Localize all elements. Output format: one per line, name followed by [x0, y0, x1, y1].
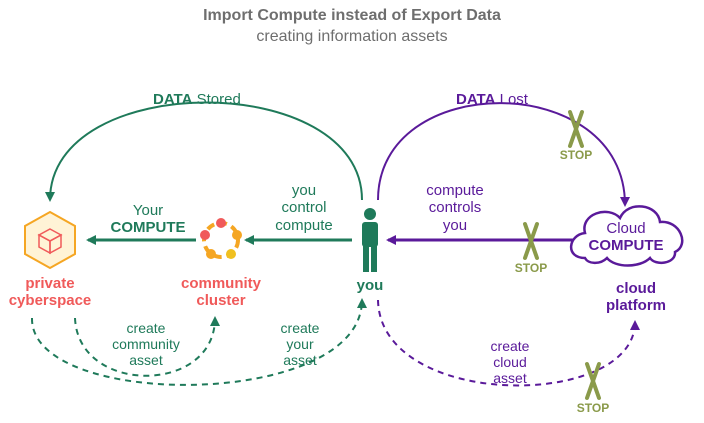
create-your-asset-label: create your asset	[281, 320, 320, 368]
community-ring-icon	[200, 218, 242, 259]
create-cloud-asset-label: create cloud asset	[491, 338, 530, 386]
cloud-platform-line1: cloud	[616, 280, 656, 297]
data-stored-bold: DATA	[153, 91, 193, 108]
compute-controls-line1: compute	[426, 182, 484, 199]
you-control-compute-label: you control compute	[275, 182, 333, 234]
create-your-line2: your	[286, 336, 314, 353]
your-compute-line2: COMPUTE	[110, 219, 186, 237]
cloud-platform-label: cloud platform	[606, 280, 666, 315]
cloud-icon	[569, 205, 684, 267]
create-cloud-line3: asset	[493, 370, 527, 387]
create-community-asset-arrow	[74, 316, 220, 377]
community-cluster-line1: community	[180, 275, 262, 292]
private-cyberspace-line1: private	[25, 275, 75, 292]
your-compute-line1: Your	[132, 202, 164, 219]
stop-label-bottom: STOP	[576, 401, 610, 415]
person-icon	[362, 208, 378, 272]
compute-controls-line3: you	[442, 216, 468, 234]
stop-x-icon	[568, 110, 584, 148]
compute-controls-you-label: compute controls you	[426, 182, 484, 234]
create-cloud-line1: create	[490, 338, 530, 354]
page-title: Import Compute instead of Export Data	[203, 7, 501, 24]
create-your-line3: asset	[283, 352, 317, 369]
private-cyberspace-line2: cyberspace	[8, 292, 92, 310]
page-subtitle: creating information assets	[256, 28, 448, 45]
community-cluster-line2: cluster	[196, 292, 246, 310]
you-control-line2: control	[281, 199, 327, 217]
hexagon-cube-icon	[24, 210, 76, 270]
create-your-line1: create	[280, 320, 320, 336]
cloud-compute-line1: Cloud	[606, 220, 646, 237]
you-control-line3: compute	[275, 216, 333, 234]
community-cluster-label: community cluster	[181, 275, 261, 310]
you-label: you	[356, 277, 384, 294]
data-lost-rest: Lost	[495, 91, 528, 108]
you-control-line1: you	[291, 182, 317, 199]
compute-controls-line2: controls	[428, 199, 482, 217]
stop-label-top: STOP	[559, 148, 593, 162]
create-cloud-asset-arrow	[377, 299, 640, 387]
create-community-line2: community	[112, 336, 180, 353]
data-lost-arrow	[377, 102, 630, 207]
data-stored-arrow	[45, 101, 363, 202]
cloud-platform-line2: platform	[606, 297, 666, 315]
private-cyberspace-label: private cyberspace	[9, 275, 92, 310]
cloud-compute-line2: COMPUTE	[588, 237, 664, 255]
create-community-line3: asset	[129, 352, 163, 369]
create-cloud-line2: cloud	[493, 354, 527, 371]
cloud-compute-label: Cloud COMPUTE	[589, 220, 664, 255]
data-stored-rest: Stored	[192, 91, 241, 108]
stop-x-icon	[585, 362, 601, 400]
data-stored-label: DATA Stored	[153, 91, 241, 108]
create-your-asset-arrow	[30, 298, 367, 386]
create-community-line1: create	[126, 320, 166, 336]
stop-label-middle: STOP	[514, 261, 548, 275]
data-lost-bold: DATA	[456, 91, 496, 108]
stop-x-icon	[523, 222, 539, 260]
create-community-asset-label: create community asset	[112, 320, 180, 368]
your-compute-label: Your COMPUTE	[111, 202, 186, 237]
data-lost-label: DATA Lost	[456, 91, 528, 108]
